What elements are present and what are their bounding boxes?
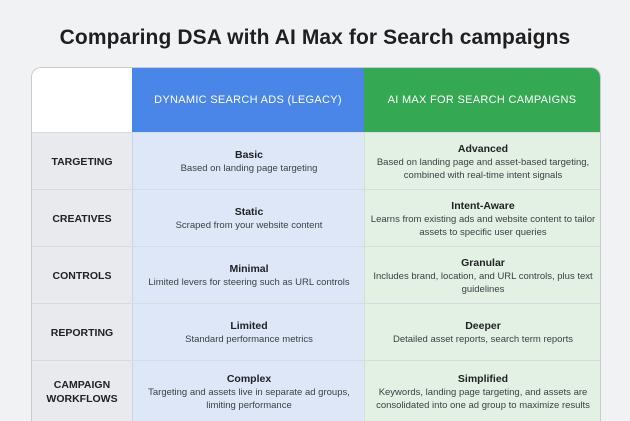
row-label: CAMPAIGN WORKFLOWS xyxy=(32,361,132,421)
cell-description: Based on landing page targeting xyxy=(180,163,318,174)
cell-title: Static xyxy=(234,206,264,218)
header-corner xyxy=(32,68,132,132)
row-label: REPORTING xyxy=(32,304,132,361)
cell-description: Standard performance metrics xyxy=(185,334,313,345)
cell-description: Includes brand, location, and URL contro… xyxy=(373,270,593,295)
cell-title: Intent-Aware xyxy=(451,199,515,212)
dsa-cell: Minimal Limited levers for steering such… xyxy=(132,247,365,304)
comparison-table: DYNAMIC SEARCH ADS (LEGACY) AI MAX FOR S… xyxy=(31,67,601,421)
dsa-cell: Basic Based on landing page targeting xyxy=(132,133,365,190)
ai-max-cell: Intent-Aware Learns from existing ads an… xyxy=(364,190,600,247)
dsa-cell: Static Scraped from your website content xyxy=(132,190,365,247)
cell-title: Basic xyxy=(234,149,264,161)
ai-max-cell: Advanced Based on landing page and asset… xyxy=(364,133,600,190)
cell-description: Targeting and assets live in separate ad… xyxy=(148,386,350,411)
row-label: TARGETING xyxy=(32,133,132,190)
column-header-dsa: DYNAMIC SEARCH ADS (LEGACY) xyxy=(132,68,364,132)
cell-title: Deeper xyxy=(465,320,501,332)
cell-description: Keywords, landing page targeting, and as… xyxy=(376,386,590,411)
row-label: CREATIVES xyxy=(32,190,132,247)
cell-description: Scraped from your website content xyxy=(175,220,323,231)
table-row-targeting: TARGETING Basic Based on landing page ta… xyxy=(32,132,600,190)
cell-title: Advanced xyxy=(457,142,509,155)
dsa-cell: Limited Standard performance metrics xyxy=(132,304,365,361)
page-title: Comparing DSA with AI Max for Search cam… xyxy=(59,26,571,49)
cell-title: Simplified xyxy=(457,372,509,385)
table-row-controls: CONTROLS Minimal Limited levers for stee… xyxy=(32,246,600,304)
table-row-reporting: REPORTING Limited Standard performance m… xyxy=(32,303,600,361)
table-row-campaign-workflows: CAMPAIGN WORKFLOWS Complex Targeting and… xyxy=(32,360,600,421)
cell-description: Learns from existing ads and website con… xyxy=(370,213,596,238)
ai-max-cell: Simplified Keywords, landing page target… xyxy=(364,361,600,421)
table-row-creatives: CREATIVES Static Scraped from your websi… xyxy=(32,189,600,247)
row-label: CONTROLS xyxy=(32,247,132,304)
cell-title: Complex xyxy=(226,372,272,385)
cell-description: Based on landing page and asset-based ta… xyxy=(376,156,590,181)
cell-title: Limited xyxy=(230,320,268,332)
cell-description: Limited levers for steering such as URL … xyxy=(148,277,350,288)
cell-title: Minimal xyxy=(229,263,269,275)
dsa-cell: Complex Targeting and assets live in sep… xyxy=(132,361,365,421)
cell-title: Granular xyxy=(461,256,505,269)
ai-max-cell: Granular Includes brand, location, and U… xyxy=(364,247,600,304)
column-header-ai-max: AI MAX FOR SEARCH CAMPAIGNS xyxy=(364,68,600,132)
ai-max-cell: Deeper Detailed asset reports, search te… xyxy=(364,304,600,361)
cell-description: Detailed asset reports, search term repo… xyxy=(392,334,574,345)
